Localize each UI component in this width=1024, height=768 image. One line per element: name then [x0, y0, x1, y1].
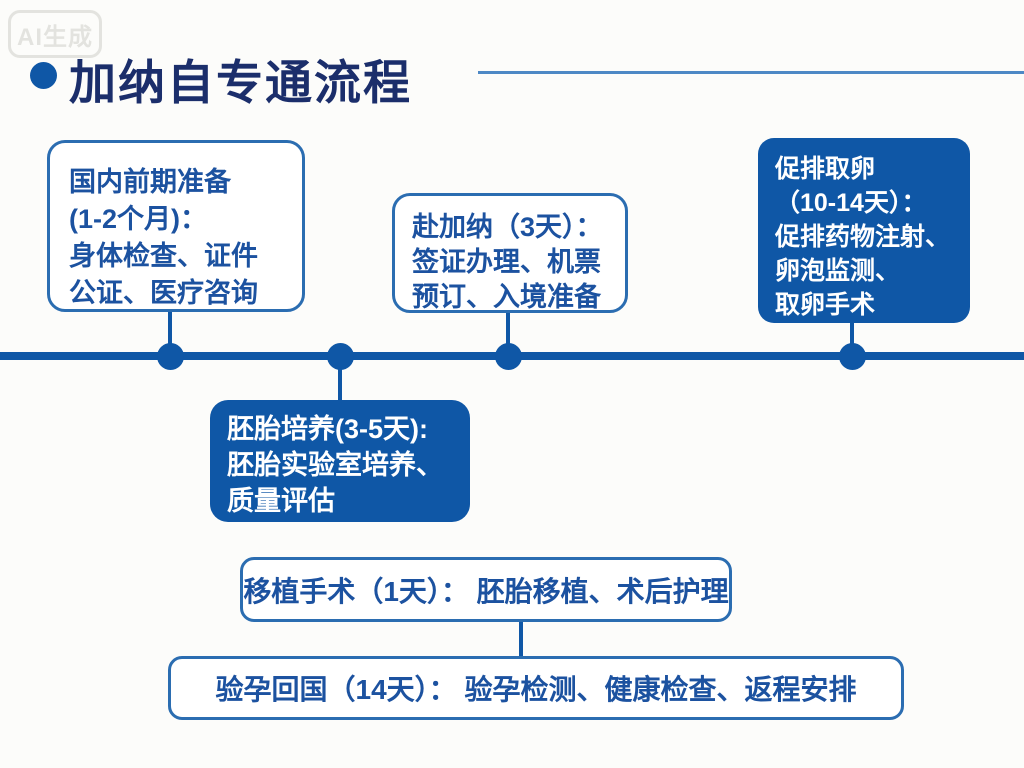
step-text-line: 身体检查、证件	[69, 241, 258, 271]
connector-step2-timeline	[506, 313, 510, 352]
step-text-line: 取卵手术	[775, 291, 876, 319]
step-text-line: 卵泡监测、	[775, 257, 901, 285]
step-text-line: 胚胎实验室培养、	[227, 450, 443, 480]
step-box-pregnancy-test-return: 验孕回国（14天）： 验孕检测、健康检查、返程安排	[168, 656, 904, 720]
step-box-stimulation-egg-retrieval: 促排取卵 （10-14天）： 促排药物注射、 卵泡监测、 取卵手术	[758, 138, 970, 323]
step-box-embryo-culture: 胚胎培养(3-5天): 胚胎实验室培养、 质量评估	[210, 400, 470, 522]
ai-generated-watermark-label: AI生成	[17, 23, 93, 51]
title-rule-line	[478, 71, 1024, 74]
step-text-line: 移植手术（1天）： 胚胎移植、术后护理	[243, 575, 729, 607]
step-text-line: 预订、入境准备	[412, 282, 601, 312]
step-box-domestic-preparation: 国内前期准备 (1-2个月)： 身体检查、证件 公证、医疗咨询	[47, 140, 305, 312]
step-text-line: 赴加纳（3天）：	[412, 212, 603, 242]
ai-generated-watermark: AI生成	[8, 10, 102, 58]
step-text-line: (1-2个月)：	[69, 204, 208, 234]
title-bullet-icon	[30, 62, 57, 89]
step-text-line: 胚胎培养(3-5天):	[227, 414, 428, 444]
connector-step3-timeline	[850, 323, 854, 352]
connector-step1-timeline	[168, 312, 172, 352]
step-box-transfer-surgery: 移植手术（1天）： 胚胎移植、术后护理	[240, 557, 732, 622]
page-title: 加纳自专通流程	[69, 56, 412, 109]
step-text-line: 验孕回国（14天）： 验孕检测、健康检查、返程安排	[215, 674, 857, 705]
step-text-line: 国内前期准备	[69, 167, 231, 197]
step-text-line: 签证办理、机票	[412, 247, 601, 277]
connector-step5-step6	[519, 622, 523, 656]
step-text-line: 质量评估	[227, 486, 335, 516]
step-text-line: （10-14天）：	[775, 189, 927, 217]
step-text-line: 公证、医疗咨询	[69, 278, 258, 308]
step-text-line: 促排取卵	[775, 155, 876, 183]
step-box-travel-to-ghana: 赴加纳（3天）： 签证办理、机票 预订、入境准备	[392, 193, 628, 313]
step-text-line: 促排药物注射、	[775, 223, 951, 251]
connector-timeline-step4	[338, 360, 342, 400]
